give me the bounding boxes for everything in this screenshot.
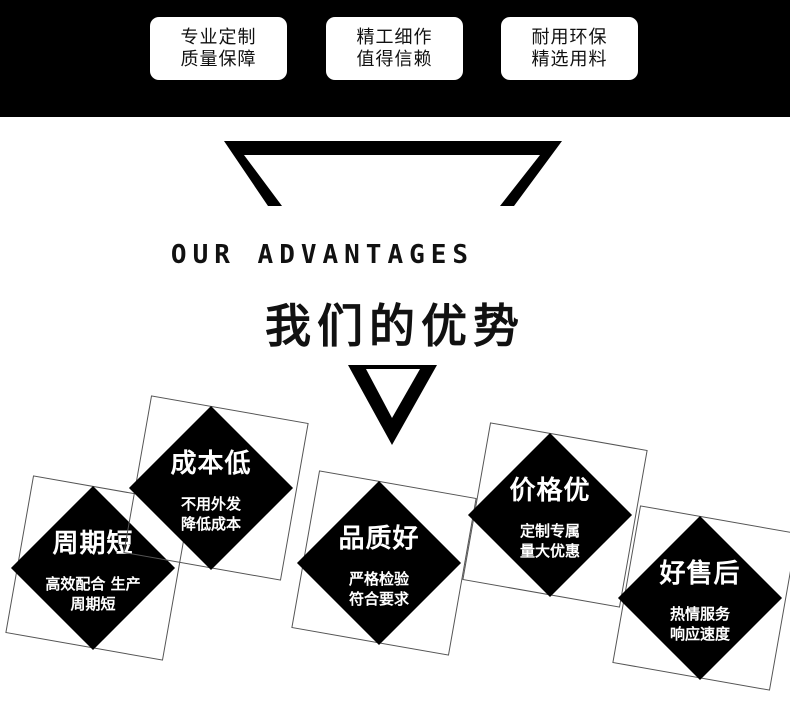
advantage-title: 成本低 (170, 448, 252, 479)
feature-pill-line: 质量保障 (180, 48, 257, 70)
feature-pill-line: 值得信赖 (356, 48, 433, 70)
feature-pill-custom: 专业定制 质量保障 (150, 17, 287, 80)
advantage-low-cost: 成本低 不用外发 降低成本 (121, 395, 309, 581)
advantage-price: 价格优 定制专属 量大优惠 (460, 422, 648, 608)
advantage-desc: 定制专属 (519, 521, 580, 540)
advantage-title: 好售后 (659, 558, 741, 589)
advantage-quality: 品质好 严格检验 符合要求 (289, 470, 477, 656)
down-triangle-inner (366, 369, 420, 418)
advantage-desc: 严格检验 (348, 569, 409, 588)
advantage-desc: 周期短 (70, 594, 116, 613)
top-banner: 专业定制 质量保障 精工细作 值得信赖 耐用环保 精选用料 (0, 0, 790, 117)
advantage-desc: 热情服务 (669, 604, 730, 623)
feature-pill-line: 耐用环保 (531, 26, 608, 48)
advantage-desc: 高效配合 生产 (45, 574, 141, 593)
advantage-desc: 响应速度 (669, 624, 730, 643)
advantage-short-cycle: 周期短 高效配合 生产 周期短 (3, 475, 191, 661)
feature-pill-eco: 耐用环保 精选用料 (501, 17, 638, 80)
feature-pill-line: 精选用料 (531, 48, 608, 70)
advantage-after-sales: 好售后 热情服务 响应速度 (610, 505, 790, 691)
advantage-desc: 符合要求 (348, 589, 409, 608)
advantage-desc: 不用外发 (180, 494, 241, 513)
advantage-title: 品质好 (338, 523, 420, 554)
advantage-desc: 量大优惠 (519, 541, 580, 560)
feature-pill-line: 专业定制 (180, 26, 257, 48)
feature-pill-line: 精工细作 (356, 26, 433, 48)
section-en-title: OUR ADVANTAGES (170, 240, 475, 270)
feature-pill-craft: 精工细作 值得信赖 (326, 17, 463, 80)
advantage-title: 价格优 (509, 475, 591, 506)
advantage-title: 周期短 (52, 528, 134, 559)
section-zh-title: 我们的优势 (265, 299, 525, 353)
top-trapezoid-frame (224, 141, 562, 206)
advantage-desc: 降低成本 (180, 514, 241, 533)
